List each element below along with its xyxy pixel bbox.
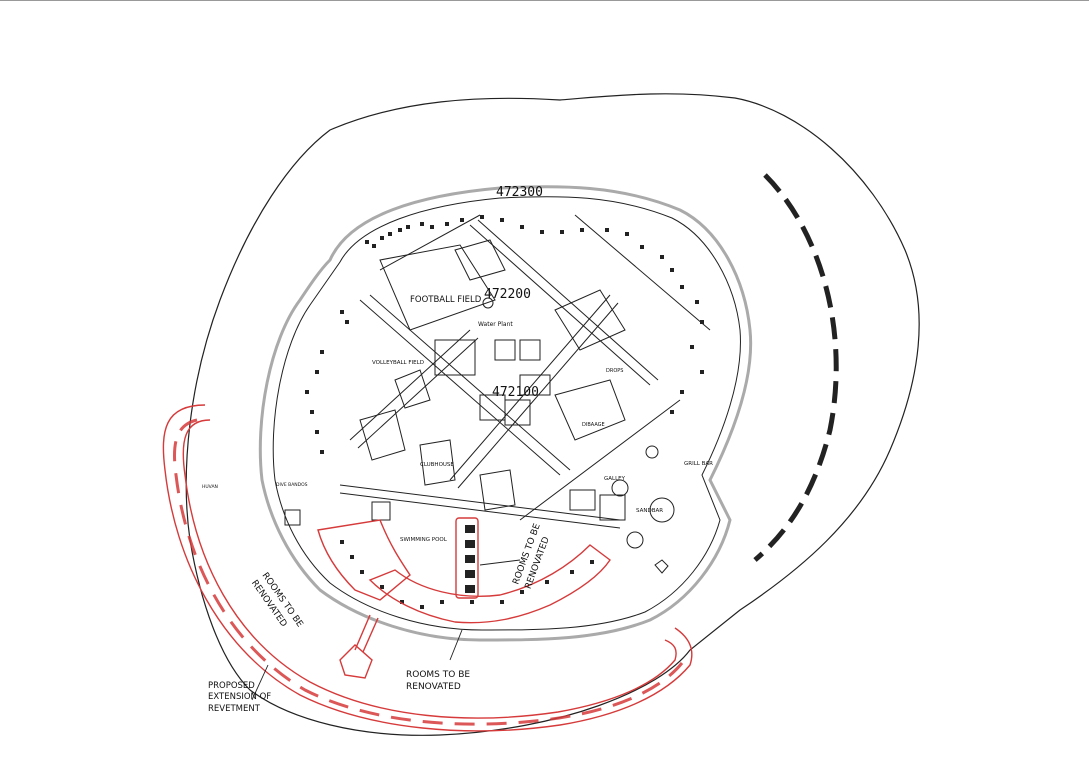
- renovation-outlines: [317, 517, 611, 679]
- svg-text:EXTENSION OF: EXTENSION OF: [208, 692, 271, 702]
- clubhouse-block: [419, 439, 456, 486]
- label-grill-bar: GRILL BAR: [684, 461, 713, 467]
- coord-472200: 472200: [484, 287, 531, 302]
- proposed-revetment: [162, 404, 693, 732]
- label-drops: DROPS: [606, 368, 623, 374]
- svg-text:PROPOSED: PROPOSED: [208, 681, 255, 691]
- room-units: [305, 215, 704, 609]
- football-field: [379, 244, 496, 331]
- annotation-leaders: [251, 559, 521, 701]
- svg-text:ROOMS TO BE: ROOMS TO BE: [406, 670, 470, 680]
- label-clubhouse: CLUBHOUSE: [420, 462, 454, 468]
- island-shoreline-outer: [258, 185, 753, 642]
- coordinate-markers: 472300 472200 472100: [484, 185, 543, 400]
- label-swimming-pool: SWIMMING POOL: [400, 537, 448, 543]
- label-huvan: HUVAN: [202, 484, 218, 490]
- label-football-field: FOOTBALL FIELD: [410, 295, 482, 305]
- island-shoreline-inner: [272, 196, 741, 631]
- label-sandbar: SANDBAR: [636, 508, 663, 514]
- offshore-breakwater: [753, 173, 839, 562]
- annotation-revetment: PROPOSED EXTENSION OF REVETMENT: [208, 681, 271, 714]
- coord-472300: 472300: [496, 185, 543, 200]
- label-galley: GALLEY: [604, 476, 626, 482]
- dibaage-block: [554, 379, 626, 441]
- buildings: [284, 239, 675, 574]
- place-labels: FOOTBALL FIELD Water Plant VOLLEYBALL FI…: [202, 295, 713, 543]
- label-dive-bandos: DIVE BANDOS: [276, 482, 308, 488]
- reef-outline: [185, 93, 920, 736]
- road-network: [339, 214, 711, 529]
- svg-text:REVETMENT: REVETMENT: [208, 704, 261, 714]
- top-border-line: [0, 0, 1089, 1]
- svg-text:RENOVATED: RENOVATED: [406, 682, 461, 692]
- annotation-rooms-bottom: ROOMS TO BE RENOVATED: [406, 670, 470, 692]
- label-volleyball-field: VOLLEYBALL FIELD: [372, 360, 424, 366]
- revetment-centerline: [173, 418, 684, 726]
- coord-472100: 472100: [492, 385, 539, 400]
- annotation-rooms-left: ROOMS TO BE RENOVATED: [249, 571, 305, 629]
- label-water-plant: Water Plant: [478, 321, 513, 328]
- label-dibaage: DIBAAGE: [582, 422, 605, 428]
